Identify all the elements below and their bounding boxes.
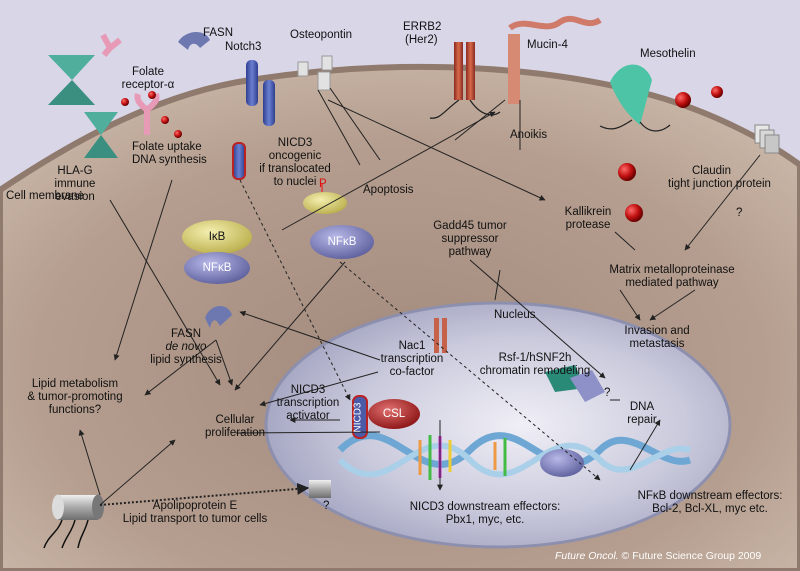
nicd3-label-3: if translocated xyxy=(259,163,331,175)
hla-label-2: immune xyxy=(54,178,96,190)
nfkb-left-label: NFκB xyxy=(202,262,232,274)
nicd3-act-label-1: NICD3 xyxy=(290,384,326,396)
fasn-denovo-label-1: FASN xyxy=(170,328,202,340)
apoe-label-2: Lipid transport to tumor cells xyxy=(122,513,268,525)
rsf1-label-2: chromatin remodeling xyxy=(479,365,591,377)
erbb2-label-2: (Her2) xyxy=(405,34,438,46)
folate-uptake-label-2: DNA synthesis xyxy=(132,154,207,166)
nicd3-act-label-3: activator xyxy=(286,410,330,422)
gadd45-label-1: Gadd45 tumor xyxy=(433,220,507,232)
fasn-denovo-label-2: de novo xyxy=(165,341,207,353)
osteopontin-label: Osteopontin xyxy=(290,29,353,41)
rsf1-label-1: Rsf-1/hSNF2h xyxy=(498,352,572,364)
mesothelin-label: Mesothelin xyxy=(640,48,696,60)
fasn-denovo-label-3: lipid synthesis xyxy=(150,354,222,366)
nicd3-vertical-label: NICD3 xyxy=(352,402,364,433)
nac1-label-3: co-factor xyxy=(389,366,435,378)
hla-label-1: HLA-G xyxy=(57,165,93,177)
cellular-label-2: proliferation xyxy=(204,427,266,439)
lipid-label-3: functions? xyxy=(48,404,102,416)
folate-receptor-label-1: Folate xyxy=(132,66,164,78)
gadd45-label-3: pathway xyxy=(448,246,492,258)
apoe-label-1: Apolipoprotein E xyxy=(152,500,238,512)
nicd3-label-2: oncogenic xyxy=(268,150,322,162)
kallikrein-label-1: Kallikrein xyxy=(564,206,612,218)
nucleus xyxy=(264,301,732,549)
question-1: ? xyxy=(736,207,743,219)
apoe-cylinder xyxy=(43,480,331,549)
mmp-label-1: Matrix metalloproteinase xyxy=(609,264,735,276)
nicd3-label-4: to nuclei xyxy=(273,176,317,188)
claudin-label-1: Claudin xyxy=(692,165,731,177)
nac1-label-2: transcription xyxy=(380,353,444,365)
nucleus-label: Nucleus xyxy=(494,309,536,321)
cellular-label-1: Cellular xyxy=(215,414,255,426)
fasn-label: FASN xyxy=(203,27,234,39)
nfkb-center-label: NFκB xyxy=(327,236,357,248)
anoikis-label: Anoikis xyxy=(510,129,548,141)
mmp-label-2: mediated pathway xyxy=(625,277,719,289)
nac1-label-1: Nac1 xyxy=(398,340,426,352)
csl-label: CSL xyxy=(382,408,406,420)
dna-repair-label-1: DNA xyxy=(629,401,655,413)
folate-receptor-label-2: receptor-α xyxy=(121,79,175,91)
credit-journal: Future Oncol. xyxy=(555,550,619,562)
notch3-label: Notch3 xyxy=(225,41,262,53)
invasion-label-1: Invasion and xyxy=(624,325,690,337)
nfkb-down-label-1: NFκB downstream effectors: xyxy=(637,490,783,502)
nicd3-act-label-2: transcription xyxy=(276,397,340,409)
lipid-label-1: Lipid metabolism xyxy=(31,378,119,390)
cell-membrane-label: Cell membrane xyxy=(6,190,84,202)
hla-label-3: evasion xyxy=(55,191,95,203)
ikb-label: IκB xyxy=(208,231,226,243)
invasion-label-2: metastasis xyxy=(629,338,685,350)
apoptosis-label: Apoptosis xyxy=(363,184,414,196)
question-3: ? xyxy=(323,500,330,512)
dna-repair-label-2: repair xyxy=(627,414,657,426)
claudin-label-2: tight junction protein xyxy=(668,178,771,190)
folate-uptake-label-1: Folate uptake xyxy=(132,141,202,153)
nicd3-down-label-1: NICD3 downstream effectors: xyxy=(409,501,561,513)
nicd3-down-label-2: Pbx1, myc, etc. xyxy=(445,514,525,526)
erbb2-label-1: ERRB2 xyxy=(403,21,442,33)
nicd3-label-1: NICD3 xyxy=(277,137,313,149)
mucin4-label: Mucin-4 xyxy=(527,39,568,51)
credit-rest: © Future Science Group 2009 xyxy=(618,550,762,562)
phospho-label: P xyxy=(319,178,327,190)
credit: Future Oncol. © Future Science Group 200… xyxy=(555,550,761,563)
nfkb-down-label-2: Bcl-2, Bcl-XL, myc etc. xyxy=(652,503,768,515)
lipid-label-2: & tumor-promoting xyxy=(27,391,123,403)
kallikrein-label-2: protease xyxy=(565,219,611,231)
question-2: ? xyxy=(604,387,611,399)
gadd45-label-2: suppressor xyxy=(441,233,499,245)
